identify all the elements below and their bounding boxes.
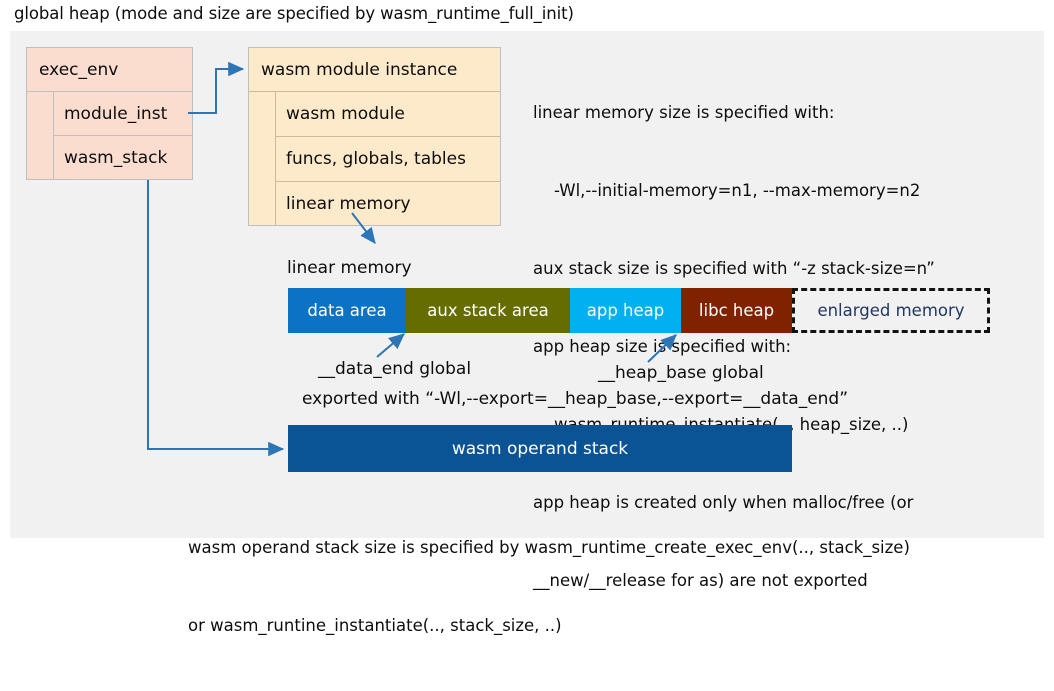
info-note-line: app heap size is specified with: xyxy=(533,337,792,356)
info-note-line: -Wl,--initial-memory=n1, --max-memory=n2 xyxy=(533,181,921,200)
memory-segment-enlarged-memory: enlarged memory xyxy=(792,288,990,333)
diagram-title: global heap (mode and size are specified… xyxy=(14,4,574,23)
exec-env-row-module-inst: module_inst xyxy=(53,92,192,136)
operand-stack-note: wasm operand stack size is specified by … xyxy=(188,483,910,691)
info-note-line: aux stack size is specified with “-z sta… xyxy=(533,259,935,278)
memory-segment-data-area: data area xyxy=(288,288,406,333)
exec-env-header: exec_env xyxy=(27,48,192,92)
exec-env-row-wasm-stack: wasm_stack xyxy=(53,136,192,179)
annotation-exported-flags: exported with “-Wl,--export=__heap_base,… xyxy=(302,389,849,409)
memory-segment-app-heap: app heap xyxy=(570,288,681,333)
annotation-data-end: __data_end global xyxy=(318,359,472,379)
module-instance-row-funcs-globals-tables: funcs, globals, tables xyxy=(275,137,500,182)
operand-stack-note-line: wasm operand stack size is specified by … xyxy=(188,538,910,557)
wasm-module-instance-box: wasm module instance wasm module funcs, … xyxy=(248,47,501,226)
annotation-heap-base: __heap_base global xyxy=(598,363,764,383)
info-note-line: app heap is created only when malloc/fre… xyxy=(533,493,914,512)
info-note-line: linear memory size is specified with: xyxy=(533,103,835,122)
exec-env-box: exec_env module_inst wasm_stack xyxy=(26,47,193,180)
module-instance-row-wasm-module: wasm module xyxy=(275,92,500,137)
memory-segment-libc-heap: libc heap xyxy=(681,288,792,333)
wasm-operand-stack-bar: wasm operand stack xyxy=(288,425,792,472)
module-instance-row-linear-memory: linear memory xyxy=(275,182,500,225)
linear-memory-label: linear memory xyxy=(287,258,412,278)
module-instance-header: wasm module instance xyxy=(249,48,500,92)
memory-segment-aux-stack-area: aux stack area xyxy=(406,288,570,333)
operand-stack-note-line: or wasm_runtine_instantiate(.., stack_si… xyxy=(188,616,562,635)
diagram-root: global heap (mode and size are specified… xyxy=(10,4,1044,635)
